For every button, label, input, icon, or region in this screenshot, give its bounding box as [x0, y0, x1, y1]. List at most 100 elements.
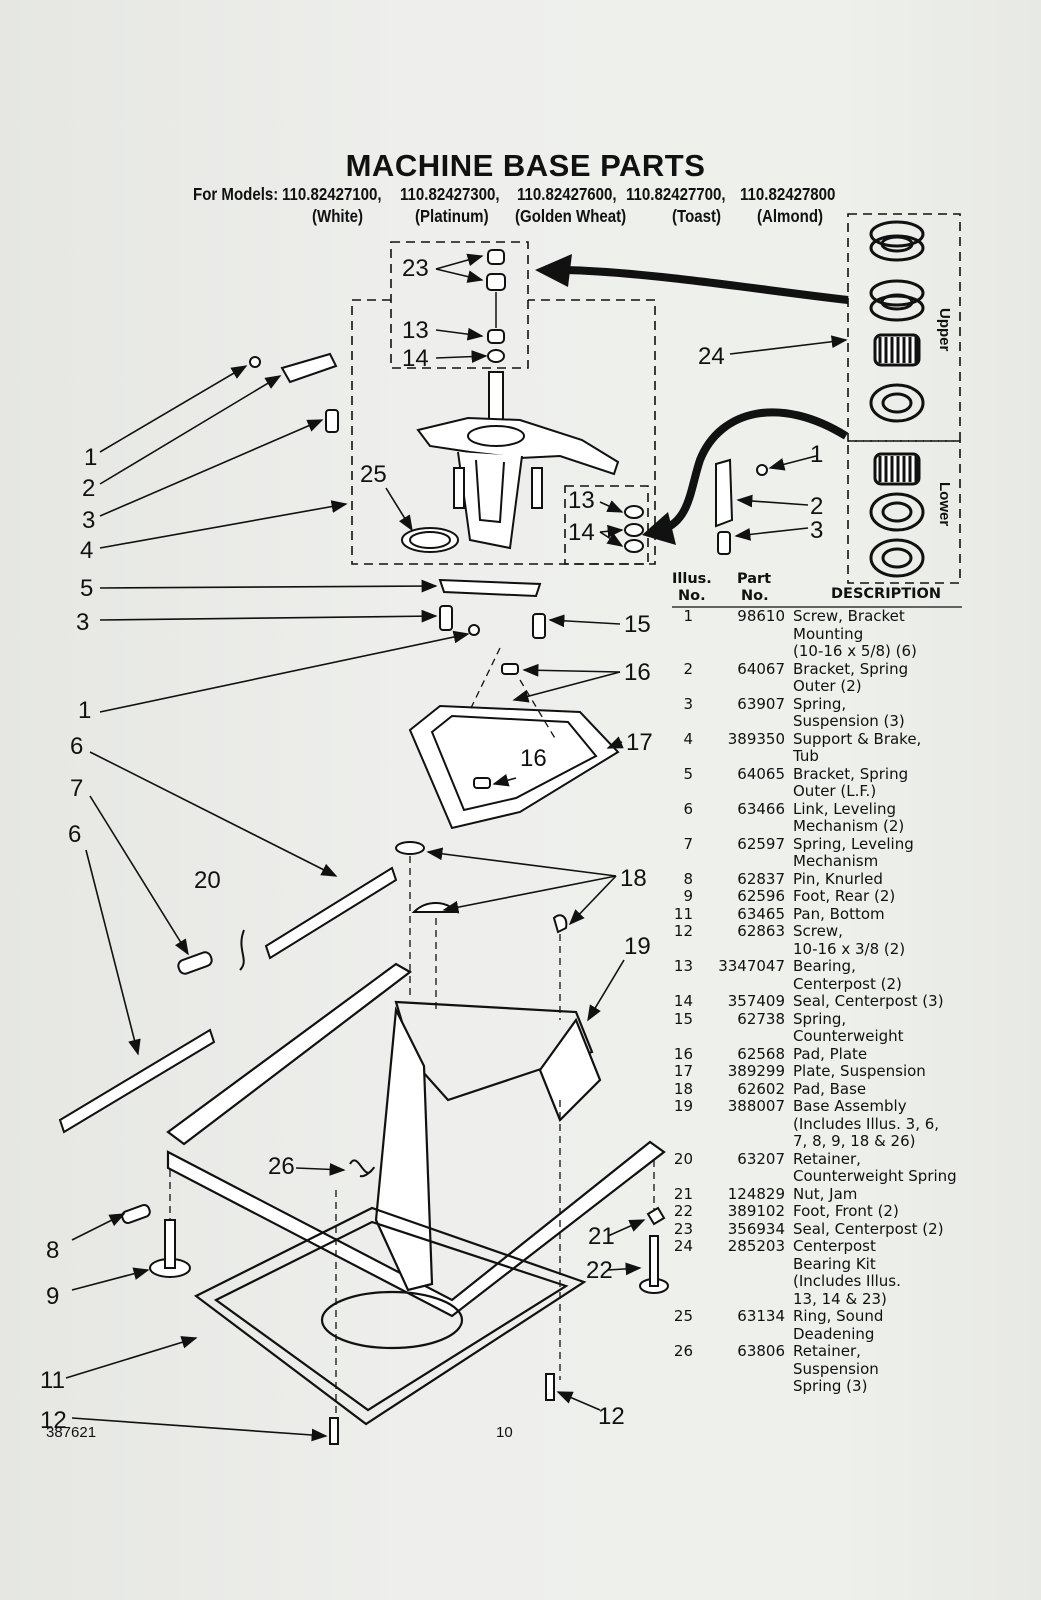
callout-17: 17	[626, 729, 653, 756]
illus-number: 2	[683, 659, 693, 678]
part-description: Screw, 10-16 x 3/8 (2)	[793, 922, 906, 958]
part-number: 98610	[737, 607, 785, 625]
col-description-label: DESCRIPTION	[831, 586, 941, 602]
part-description: Support & Brake, Tub	[793, 729, 922, 765]
illus-number: 1	[683, 607, 693, 625]
callout-16: 16	[624, 659, 651, 686]
part-description: Screw, Bracket Mounting (10-16 x 5/8) (6…	[793, 607, 917, 660]
part-description: Ring, Sound Deadening	[793, 1307, 884, 1343]
callout-19: 19	[624, 933, 651, 960]
illus-number: 9	[683, 887, 693, 905]
illus-number: 8	[683, 869, 693, 888]
part-description: Retainer, Suspension Spring (3)	[793, 1342, 879, 1395]
table-row: 2 64067 Bracket, Spring Outer (2)	[663, 659, 993, 696]
model-number: 110.82427100,	[282, 184, 382, 204]
callout-12: 12	[598, 1403, 625, 1430]
model-color: (Platinum)	[415, 206, 489, 226]
for-models-label: For Models:	[193, 184, 279, 204]
col-part-label-2: No.	[741, 588, 769, 604]
callout-24: 24	[698, 343, 725, 370]
callout-12: 12	[40, 1407, 67, 1434]
spring-brackets	[249, 352, 768, 639]
model-number: 110.82427300,	[400, 184, 500, 204]
illus-number: 20	[673, 1149, 693, 1168]
page-number: 10	[496, 1424, 513, 1441]
part-number: 62863	[737, 922, 785, 940]
illus-number: 14	[673, 992, 693, 1010]
illus-number: 12	[673, 922, 693, 940]
part-description: Pin, Knurled	[793, 869, 883, 888]
part-description: Bracket, Spring Outer (2)	[793, 659, 909, 695]
part-description: Foot, Rear (2)	[793, 887, 896, 905]
part-number: 62568	[737, 1044, 785, 1063]
part-number: 64067	[737, 659, 785, 678]
table-row: 14 357409 Seal, Centerpost (3)	[663, 992, 993, 1011]
col-illus-label: Illus.	[672, 571, 712, 587]
part-description: Spring, Suspension (3)	[793, 694, 905, 730]
part-description: Spring, Counterweight	[793, 1009, 904, 1045]
part-description: Seal, Centerpost (2)	[793, 1219, 944, 1238]
dashed-group-outlines	[351, 213, 961, 584]
part-description: Centerpost Bearing Kit (Includes Illus. …	[793, 1237, 901, 1308]
callout-2: 2	[810, 493, 823, 520]
base-pads	[395, 841, 568, 934]
base-assembly-frame	[166, 962, 666, 1318]
model-color: (Toast)	[672, 206, 722, 226]
illus-number: 7	[683, 834, 693, 853]
illus-number: 21	[673, 1184, 693, 1203]
callout-23: 23	[402, 255, 429, 282]
callout-1: 1	[810, 441, 823, 468]
part-number: 62597	[737, 834, 785, 853]
part-description: Bearing, Centerpost (2)	[793, 957, 902, 993]
bearing-kit-lower	[869, 452, 925, 578]
illus-number: 3	[683, 694, 693, 713]
part-number: 64065	[737, 764, 785, 783]
part-number: 388007	[727, 1097, 785, 1115]
callout-3: 3	[76, 609, 89, 636]
kit-upper-label: Upper	[936, 308, 953, 352]
part-description: Spring, Leveling Mechanism	[793, 834, 914, 870]
part-number: 389102	[727, 1202, 785, 1220]
part-description: Nut, Jam	[793, 1184, 858, 1203]
part-description: Link, Leveling Mechanism (2)	[793, 799, 905, 835]
part-number: 285203	[727, 1237, 785, 1255]
part-description: Foot, Front (2)	[793, 1202, 899, 1220]
callout-1: 1	[78, 697, 91, 724]
part-number: 357409	[727, 992, 785, 1010]
suspension-retainer	[349, 1159, 375, 1178]
callout-labels: 1 2 3 4 5 3 1 6 7 6 8 9 11 12 23 13 14 1…	[40, 255, 823, 1434]
model-color: (Almond)	[757, 206, 824, 226]
leader-lines	[65, 253, 848, 1442]
illus-number: 5	[683, 764, 693, 783]
part-description: Pan, Bottom	[793, 904, 885, 923]
col-part-label: Part	[737, 571, 772, 587]
illus-number: 19	[673, 1097, 693, 1115]
illus-number: 15	[673, 1009, 693, 1028]
model-number: 110.82427700,	[626, 184, 726, 204]
part-description: Seal, Centerpost (3)	[793, 992, 944, 1010]
callout-1: 1	[84, 444, 97, 471]
illus-number: 4	[683, 729, 693, 748]
callout-3: 3	[82, 507, 95, 534]
callout-13: 13	[568, 487, 595, 514]
callout-6: 6	[70, 733, 83, 760]
callout-4: 4	[80, 537, 93, 564]
illus-number: 18	[673, 1079, 693, 1098]
part-description: Pad, Plate	[793, 1044, 868, 1063]
parts-table: 1 98610 Screw, Bracket Mounting (10-16 x 5…	[663, 607, 993, 1396]
callout-22: 22	[586, 1257, 613, 1284]
callout-5: 5	[80, 575, 93, 602]
bearing-kit-upper	[869, 220, 925, 423]
